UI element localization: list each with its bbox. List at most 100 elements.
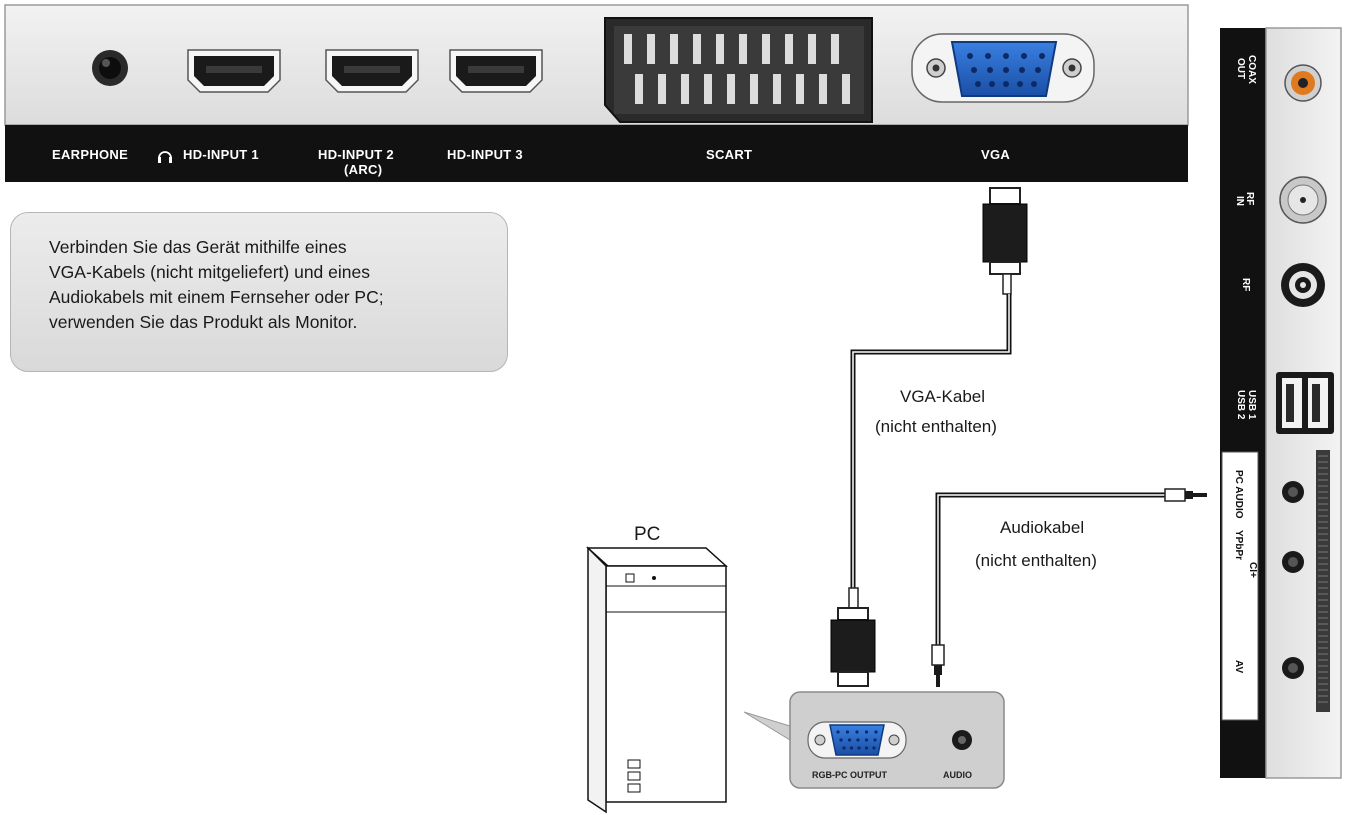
label-hd-input-1: HD-INPUT 1 (183, 147, 259, 162)
vga-pin (864, 746, 869, 750)
vga-pin (1003, 81, 1009, 87)
scart-pin (785, 34, 793, 64)
instruction-note: Verbinden Sie das Gerät mithilfe eines V… (10, 212, 508, 372)
vga-pin (864, 730, 869, 734)
vga-plug-bottom-collar (837, 607, 869, 621)
label-rgb-pc-output: RGB-PC OUTPUT (812, 770, 887, 780)
vga-pin (849, 746, 854, 750)
scart-pin (773, 74, 781, 104)
vga-pin (864, 738, 869, 742)
scart-pin (750, 74, 758, 104)
pc-tower: PC (586, 524, 791, 814)
label-rf: RF (1240, 278, 1251, 291)
scart-pin (796, 74, 804, 104)
hdmi-port-3 (449, 49, 543, 93)
label-hd-input-2-arc: (ARC) (344, 162, 382, 177)
scart-pin (716, 34, 724, 64)
vga-pin (1039, 53, 1045, 59)
vga-plug-bottom-body (830, 619, 876, 673)
label-vga: VGA (981, 147, 1010, 162)
rf-in-jack (1279, 176, 1327, 224)
audio-cable-label: Audiokabel (1000, 518, 1084, 537)
label-rf-in-sub: IN (1234, 196, 1245, 206)
vga-pin (1003, 53, 1009, 59)
vga-plug-top-collar (989, 261, 1021, 275)
vga-pin (872, 746, 876, 750)
hdmi-port-1 (187, 49, 281, 93)
label-av: AV (1233, 660, 1244, 673)
label-coax-out: OUT (1235, 58, 1246, 79)
label-pc-audio-out: AUDIO (943, 770, 972, 780)
vga-plug-top-tip (989, 187, 1021, 205)
label-hd-input-2: HD-INPUT 2 (318, 147, 394, 162)
vga-pin (873, 738, 877, 742)
earphone-jack (92, 50, 128, 86)
vga-cable-sublabel: (nicht enthalten) (875, 417, 997, 436)
vga-tv-pins (967, 53, 1045, 87)
scart-pin (762, 34, 770, 64)
vga-pin (1031, 81, 1037, 87)
scart-pin (808, 34, 816, 64)
vga-port-tv (911, 33, 1095, 103)
vga-pin (967, 53, 973, 59)
audio-cable (931, 488, 1207, 687)
label-coax: COAX (1246, 55, 1257, 84)
scart-pin (842, 74, 850, 104)
usb-ports (1276, 372, 1334, 434)
vga-pin (857, 746, 861, 750)
vga-pin (989, 81, 995, 87)
pc-label: PC (634, 524, 660, 545)
audio-cable-sublabel: (nicht enthalten) (975, 551, 1097, 570)
vga-cable (830, 187, 1028, 687)
label-ypbpr: YPbPr (1233, 530, 1244, 560)
vga-pin (1017, 81, 1023, 87)
vga-plug-top-body (982, 203, 1028, 263)
scart-pin (727, 74, 735, 104)
vga-pin (836, 730, 840, 734)
scart-port (604, 17, 873, 123)
vga-pin (856, 738, 860, 742)
tv-side-panel: COAX OUT RF IN RF USB 1 USB 2 PC AUDIO Y… (1220, 27, 1342, 779)
side-white-label-area (1221, 451, 1259, 721)
ypbpr-jack (1282, 551, 1304, 573)
vga-pin (845, 730, 850, 734)
label-scart: SCART (706, 147, 752, 162)
label-rf-in: RF (1244, 192, 1255, 205)
scart-pin (681, 74, 689, 104)
vga-pin (1019, 67, 1025, 73)
tv-panel-label-bar (5, 125, 1188, 182)
audio-plug-right-body (1164, 488, 1186, 502)
label-hd-input-3: HD-INPUT 3 (447, 147, 523, 162)
label-pc-audio: PC AUDIO (1233, 470, 1244, 519)
av-jack (1282, 657, 1304, 679)
pc-audio-jack (1282, 481, 1304, 503)
scart-pin (739, 34, 747, 64)
vga-pin (975, 81, 981, 87)
vga-cable-label: VGA-Kabel (900, 387, 985, 406)
vga-pin (874, 730, 878, 734)
vga-pin (1003, 67, 1009, 73)
headphone-icon (158, 151, 172, 163)
label-usb-1: USB 1 (1246, 390, 1257, 420)
scart-pin (831, 34, 839, 64)
vga-pin (1021, 53, 1027, 59)
ci-slot-ribs (1318, 455, 1328, 703)
scart-pin (658, 74, 666, 104)
vga-pin (971, 67, 977, 73)
label-earphone: EARPHONE (52, 147, 128, 162)
scart-pin (635, 74, 643, 104)
vga-pc-pins (836, 730, 878, 750)
label-usb-2: USB 2 (1235, 390, 1246, 420)
scart-pin (647, 34, 655, 64)
vga-pin (1035, 67, 1041, 73)
vga-pin (985, 53, 991, 59)
audio-plug-bottom-body (931, 644, 945, 666)
rf-jack (1281, 263, 1325, 307)
vga-pin (839, 738, 843, 742)
scart-pin (693, 34, 701, 64)
scart-pin (819, 74, 827, 104)
label-ci: CI+ (1247, 562, 1258, 578)
vga-pin (987, 67, 993, 73)
vga-wire (850, 294, 1012, 588)
